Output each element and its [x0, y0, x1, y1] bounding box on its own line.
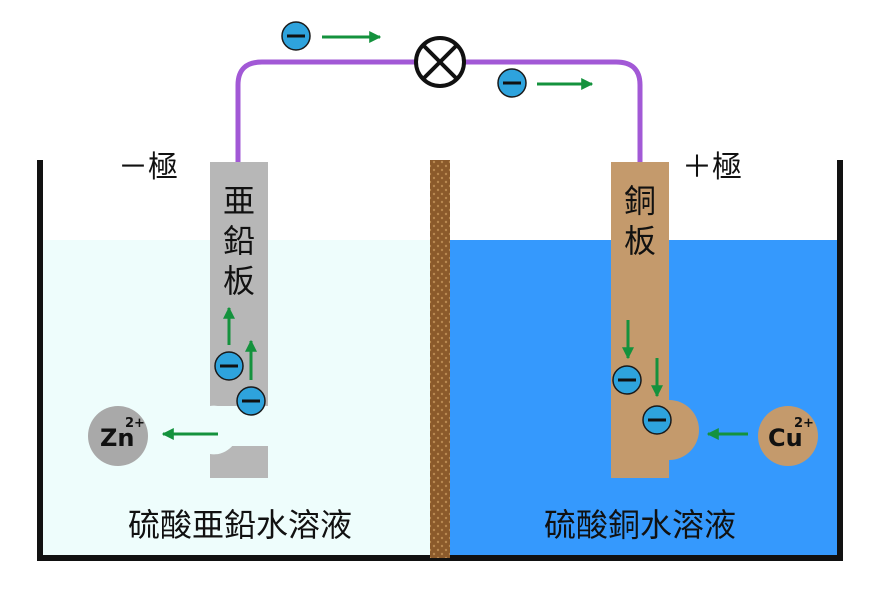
light-bulb-icon: [414, 36, 466, 88]
electron-icon: [612, 365, 642, 395]
copper-plate-char-2: 板: [624, 222, 656, 260]
copper-ion: Cu 2+: [758, 406, 818, 466]
zinc-plate-char-1: 亜: [223, 182, 255, 220]
left-solution-label: 硫酸亜鉛水溶液: [128, 506, 352, 544]
porous-separator: [430, 160, 450, 558]
zinc-ion-symbol: Zn: [100, 424, 135, 452]
electron-icon: [236, 386, 266, 416]
right-solution-label: 硫酸銅水溶液: [544, 506, 736, 544]
copper-plate-char-1: 銅: [624, 182, 656, 220]
zinc-plate-char-3: 板: [223, 262, 255, 300]
zinc-plate-label: 亜 鉛 板: [223, 182, 255, 300]
electron-icon: [281, 21, 311, 51]
electron-icon: [642, 405, 672, 435]
copper-ion-symbol: Cu: [768, 424, 803, 452]
zinc-ion-charge: 2+: [125, 416, 145, 431]
copper-plate-label: 銅 板: [624, 182, 656, 260]
zinc-ion: Zn 2+: [88, 406, 148, 466]
electron-icon: [497, 68, 527, 98]
negative-electrode-label: －極: [118, 150, 178, 185]
electron-icon: [214, 351, 244, 381]
zinc-plate-char-2: 鉛: [223, 222, 255, 260]
copper-ion-charge: 2+: [794, 416, 814, 431]
positive-electrode-label: ＋極: [682, 150, 742, 185]
